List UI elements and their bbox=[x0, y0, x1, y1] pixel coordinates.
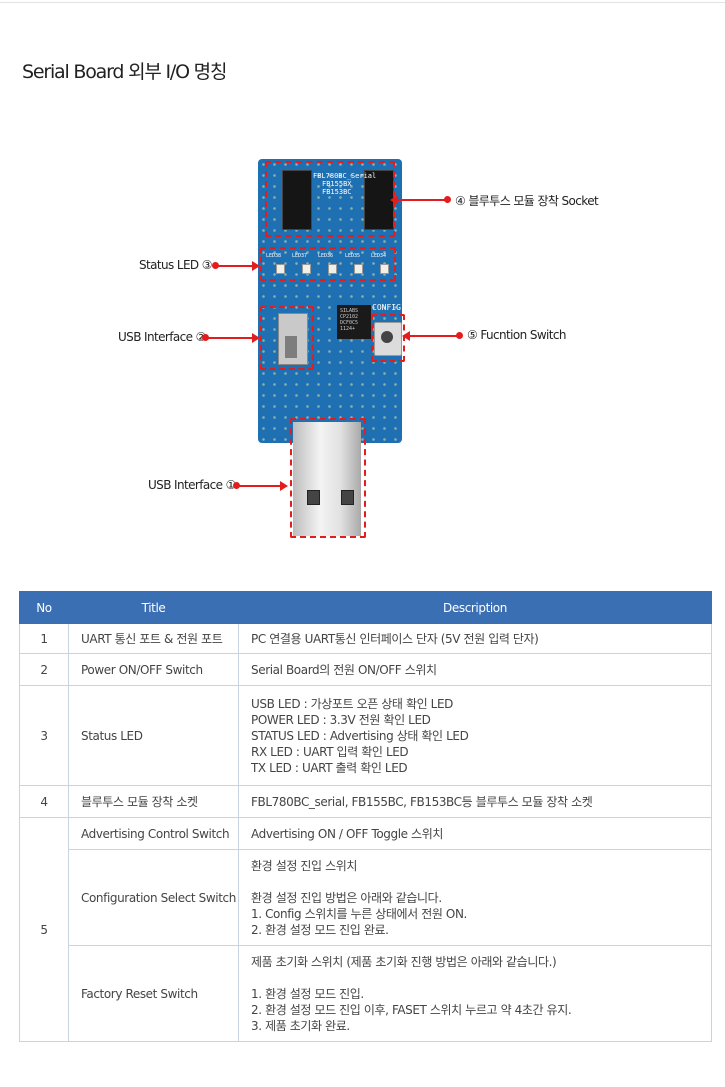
line-status-led bbox=[215, 265, 253, 267]
led bbox=[302, 264, 311, 274]
cell-no: 3 bbox=[19, 685, 69, 786]
silk-model: FBL780BC_Serial bbox=[313, 172, 377, 180]
cell-no: 4 bbox=[19, 785, 69, 818]
table-row: 1 UART 통신 포트 & 전원 포트 PC 연결용 UART통신 인터페이스… bbox=[19, 623, 712, 654]
cell-no: 5 bbox=[19, 817, 69, 1042]
arrow-socket bbox=[390, 195, 398, 205]
highlight-socket bbox=[265, 161, 395, 237]
table-row: 4 블루투스 모듈 장착 소켓 FBL780BC_serial, FB155BC… bbox=[19, 785, 712, 818]
page-title: Serial Board 외부 I/O 명칭 bbox=[22, 61, 227, 83]
table-row: 3 Status LED USB LED : 가상포트 오픈 상태 확인 LED… bbox=[19, 685, 712, 786]
io-spec-table: No Title Description 1 UART 통신 포트 & 전원 포… bbox=[19, 591, 712, 1042]
cell-description: Serial Board의 전원 ON/OFF 스위치 bbox=[238, 653, 712, 686]
cell-title: Advertising Control Switch bbox=[68, 817, 239, 850]
arrow-status-led bbox=[252, 261, 260, 271]
cell-description: FBL780BC_serial, FB155BC, FB153BC등 블루투스 … bbox=[238, 785, 712, 818]
usb-plug-hole bbox=[307, 490, 320, 505]
power-slide-knob bbox=[285, 336, 297, 358]
cell-no: 1 bbox=[19, 623, 69, 654]
table-row: 5 Advertising Control Switch Advertising… bbox=[19, 817, 712, 1042]
table-row: Configuration Select Switch 환경 설정 진입 스위치… bbox=[20, 849, 712, 946]
cell-title: Status LED bbox=[68, 685, 239, 786]
cell-description: 제품 초기화 스위치 (제품 초기화 진행 방법은 아래와 같습니다.) 1. … bbox=[238, 945, 712, 1042]
dot-socket bbox=[444, 196, 451, 203]
silk-led-label: LED36 bbox=[318, 253, 334, 259]
line-function-switch bbox=[409, 335, 457, 337]
arrow-usb2 bbox=[252, 333, 260, 343]
line-socket bbox=[397, 199, 445, 201]
highlight-status-led bbox=[260, 247, 396, 281]
cell-title: Factory Reset Switch bbox=[68, 945, 239, 1042]
silk-led-label: LED37 bbox=[292, 253, 308, 259]
silk-model2: FB155BX bbox=[322, 180, 352, 188]
highlight-function-switch bbox=[371, 314, 405, 362]
highlight-usb1 bbox=[290, 418, 366, 538]
silk-led-label: LED35 bbox=[345, 253, 361, 259]
usb-a-plug bbox=[293, 422, 361, 536]
cell-title: UART 통신 포트 & 전원 포트 bbox=[68, 623, 239, 654]
cell-description: USB LED : 가상포트 오픈 상태 확인 LED POWER LED : … bbox=[238, 685, 712, 786]
silk-model3: FB153BC bbox=[322, 188, 352, 196]
column-header-title: Title bbox=[68, 591, 239, 624]
led bbox=[328, 264, 337, 274]
cell-title: Power ON/OFF Switch bbox=[68, 653, 239, 686]
line-usb2 bbox=[205, 337, 253, 339]
callout-usb2: USB Interface ② bbox=[118, 330, 206, 344]
usb-bridge-chip bbox=[337, 305, 371, 339]
table-row: 2 Power ON/OFF Switch Serial Board의 전원 O… bbox=[19, 653, 712, 686]
usb-plug-hole bbox=[341, 490, 354, 505]
led bbox=[276, 264, 285, 274]
dot-function-switch bbox=[456, 332, 463, 339]
arrow-function-switch bbox=[402, 331, 410, 341]
socket-header-left bbox=[282, 170, 312, 230]
led bbox=[354, 264, 363, 274]
table-header-row: No Title Description bbox=[19, 591, 712, 624]
cell-title: Configuration Select Switch bbox=[68, 849, 239, 946]
highlight-usb2 bbox=[260, 306, 314, 370]
cell-description: PC 연결용 UART통신 인터페이스 단자 (5V 전원 입력 단자) bbox=[238, 623, 712, 654]
config-tact-button bbox=[381, 331, 393, 343]
cell-no: 2 bbox=[19, 653, 69, 686]
callout-status-led: Status LED ③ bbox=[139, 258, 213, 272]
silk-led-label: LED34 bbox=[371, 253, 387, 259]
callout-usb1: USB Interface ① bbox=[148, 478, 236, 492]
column-header-description: Description bbox=[238, 591, 712, 624]
cell-description: 환경 설정 진입 스위치 환경 설정 진입 방법은 아래와 같습니다. 1. C… bbox=[238, 849, 712, 946]
cell-title: 블루투스 모듈 장착 소켓 bbox=[68, 785, 239, 818]
top-divider bbox=[0, 2, 725, 3]
table-row: Factory Reset Switch 제품 초기화 스위치 (제품 초기화 … bbox=[20, 945, 712, 1042]
callout-function-switch: ⑤ Fucntion Switch bbox=[467, 328, 567, 342]
cell-description: Advertising ON / OFF Toggle 스위치 bbox=[238, 817, 712, 850]
silk-led-label: LED38 bbox=[266, 253, 282, 259]
line-usb1 bbox=[236, 485, 280, 487]
led bbox=[380, 264, 389, 274]
callout-socket: ④ 블루투스 모듈 장착 Socket bbox=[455, 194, 599, 208]
arrow-usb1 bbox=[280, 481, 288, 491]
chip-marking: SILABS CP2102 DCF0C5 1124+ bbox=[340, 308, 359, 332]
silk-config: CONFIG bbox=[372, 303, 401, 312]
column-header-no: No bbox=[19, 591, 69, 624]
